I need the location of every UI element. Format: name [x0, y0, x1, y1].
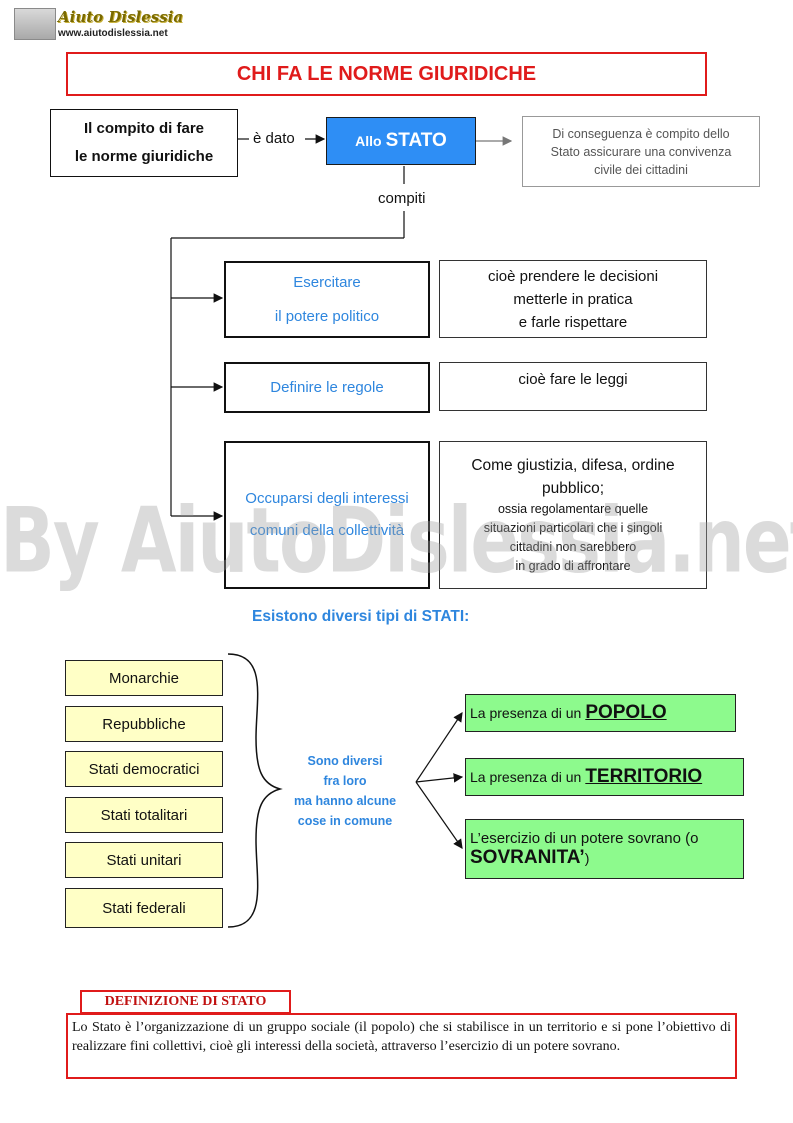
task-2-line-1: Definire le regole — [270, 379, 384, 396]
task-right-3: Come giustizia, difesa, ordine pubblico;… — [439, 441, 707, 589]
sono-line-2: fra loro — [323, 774, 367, 788]
task-3-line-1: Occuparsi degli interessi — [245, 490, 409, 507]
common-sovranita-prefix: L’esercizio di un potere sovrano (o — [470, 829, 699, 847]
task-3-desc-6: in grado di affrontare — [515, 559, 631, 573]
state-type-item: Stati federali — [65, 888, 223, 928]
logo-image — [14, 8, 56, 40]
common-popolo: La presenza di un POPOLO — [465, 694, 736, 732]
conseguenza-box: Di conseguenza è compito dello Stato ass… — [522, 116, 760, 187]
sono-line-3: ma hanno alcune — [293, 794, 397, 808]
task-1-line-2: il potere politico — [274, 307, 380, 325]
compiti-label: compiti — [378, 190, 426, 207]
task-1-desc-3: e farle rispettare — [518, 313, 628, 331]
compito-box: Il compito di fare le norme giuridiche — [50, 109, 238, 177]
common-sovranita-suffix: ) — [584, 849, 590, 866]
common-sovranita: L’esercizio di un potere sovrano (o SOVR… — [465, 819, 744, 879]
sono-line-1: Sono diversi — [307, 754, 383, 768]
task-2-desc-1: cioè fare le leggi — [518, 371, 628, 388]
state-type-item: Stati totalitari — [65, 797, 223, 833]
task-1-line-1: Esercitare — [293, 273, 361, 291]
task-3-desc-4: situazioni particolari che i singoli — [483, 521, 663, 535]
task-3-desc-3: ossia regolamentare quelle — [497, 502, 649, 516]
task-left-1: Esercitare il potere politico — [224, 261, 430, 338]
state-type-item: Stati unitari — [65, 842, 223, 878]
task-1-desc-2: metterle in pratica — [513, 290, 633, 308]
common-territorio-prefix: La presenza di un — [470, 769, 582, 785]
common-popolo-prefix: La presenza di un — [470, 705, 582, 721]
task-right-1: cioè prendere le decisioni metterle in p… — [439, 260, 707, 338]
common-territorio: La presenza di un TERRITORIO — [465, 758, 744, 796]
common-sovranita-line: SOVRANITA’ ) — [470, 847, 589, 869]
stato-word: STATO — [385, 130, 447, 151]
logo-title: Aiuto Dislessia — [58, 8, 184, 26]
task-3-line-2: comuni della collettività — [249, 522, 405, 539]
conseguenza-line-3: civile dei cittadini — [594, 162, 688, 177]
task-left-2: Definire le regole — [224, 362, 430, 413]
stato-box: Allo STATO — [326, 117, 476, 165]
task-left-3: Occuparsi degli interessi comuni della c… — [224, 441, 430, 589]
sono-diversi-text: Sono diversi fra loro ma hanno alcune co… — [287, 751, 403, 831]
stato-prefix: Allo — [355, 133, 382, 149]
tipi-heading: Esistono diversi tipi di STATI: — [252, 608, 470, 625]
conseguenza-line-1: Di conseguenza è compito dello — [552, 126, 730, 141]
edato-label: è dato — [253, 130, 295, 147]
state-type-item: Monarchie — [65, 660, 223, 696]
conseguenza-line-2: Stato assicurare una convivenza — [550, 144, 732, 159]
task-3-desc-2: pubblico; — [541, 480, 605, 497]
common-sovranita-word: SOVRANITA’ — [470, 846, 585, 868]
common-territorio-word: TERRITORIO — [585, 766, 703, 787]
task-3-desc-1: Come giustizia, difesa, ordine — [471, 457, 675, 474]
sono-line-4: cose in comune — [297, 814, 393, 828]
compito-line-2: le norme giuridiche — [74, 148, 214, 165]
task-right-2: cioè fare le leggi — [439, 362, 707, 411]
page-title: CHI FA LE NORME GIURIDICHE — [66, 52, 707, 96]
definition-title: DEFINIZIONE DI STATO — [80, 990, 291, 1014]
task-3-desc-5: cittadini non sarebbero — [509, 540, 637, 554]
compito-line-1: Il compito di fare — [83, 120, 204, 137]
state-type-item: Repubbliche — [65, 706, 223, 742]
state-type-item: Stati democratici — [65, 751, 223, 787]
definition-text: Lo Stato è l’organizzazione di un gruppo… — [66, 1013, 737, 1079]
common-popolo-word: POPOLO — [585, 702, 667, 723]
task-1-desc-1: cioè prendere le decisioni — [487, 267, 659, 285]
logo-url: www.aiutodislessia.net — [58, 28, 168, 39]
